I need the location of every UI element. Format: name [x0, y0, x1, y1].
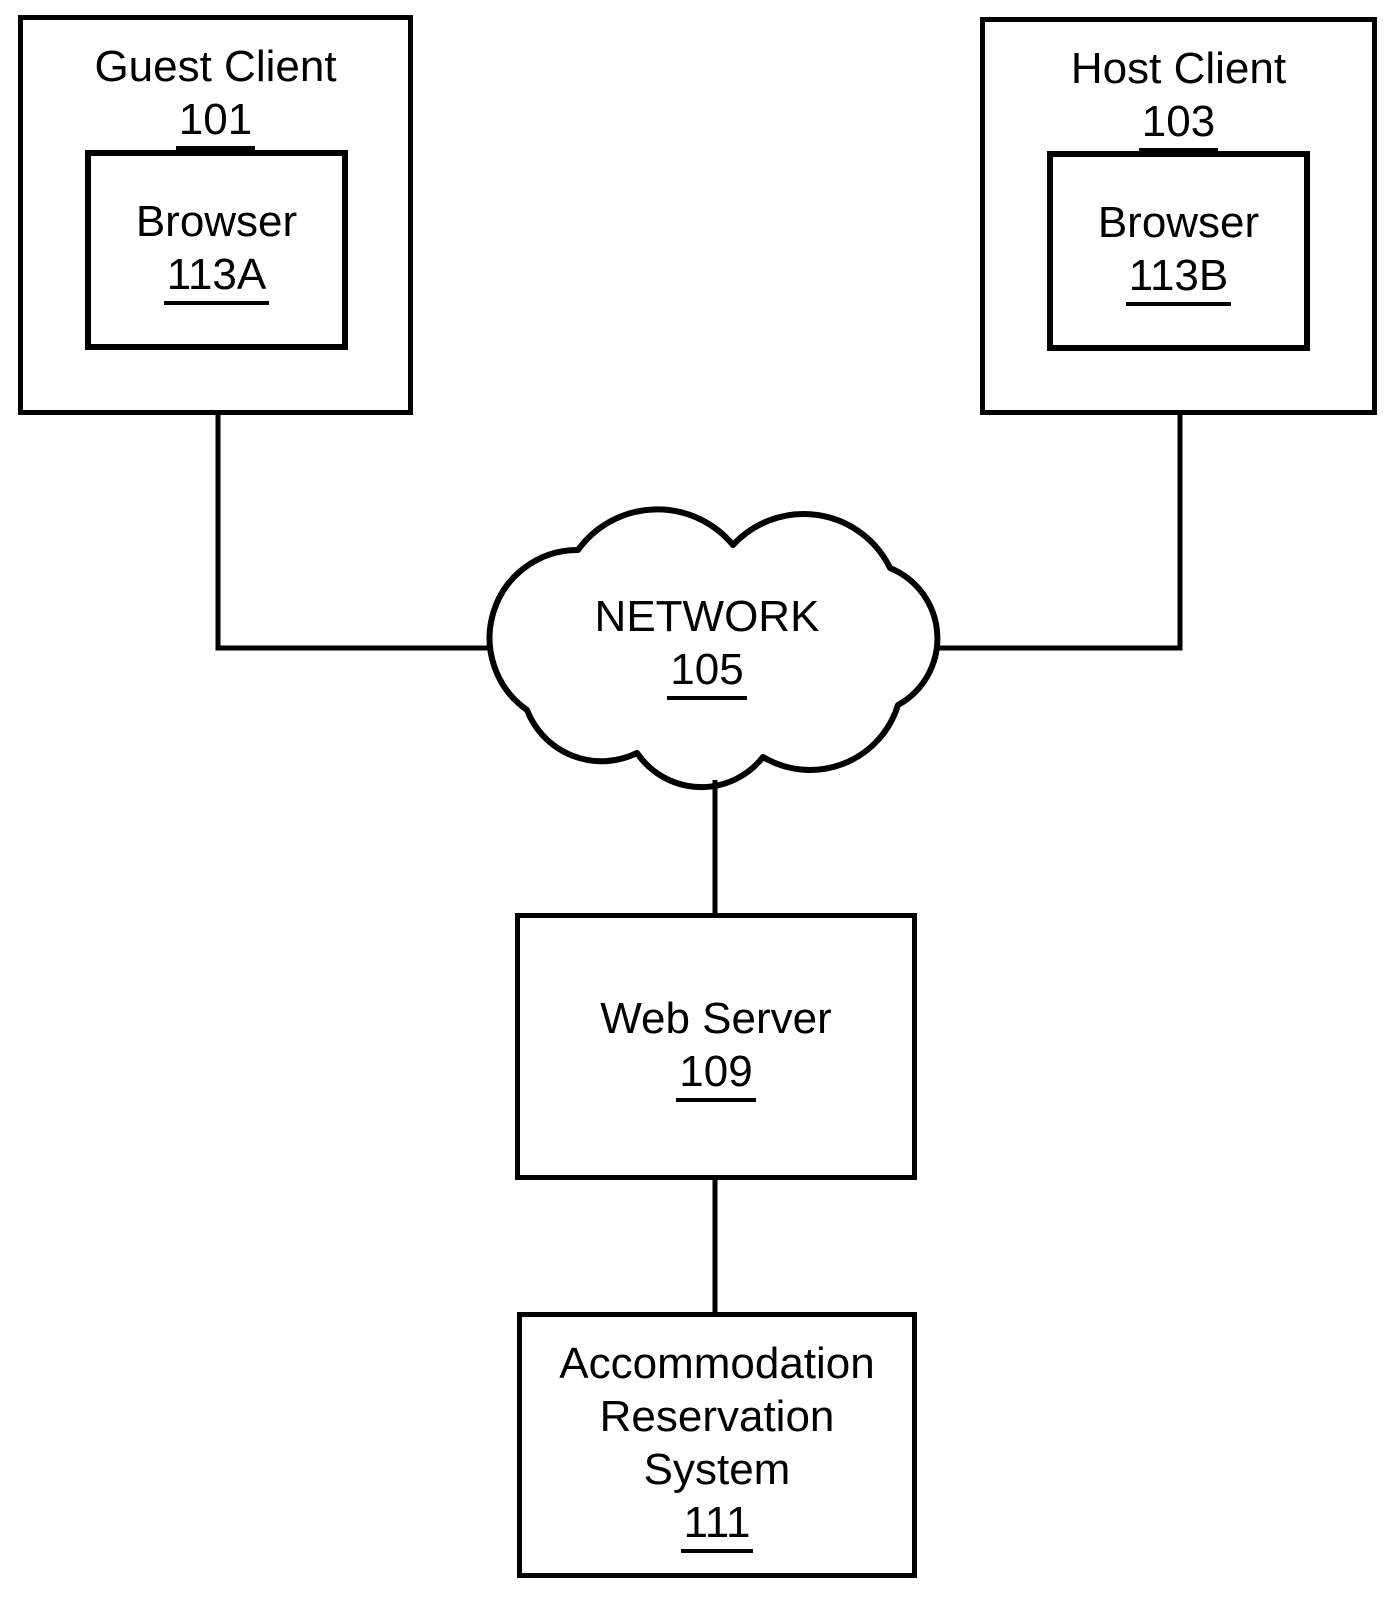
host-client-label: Host Client [1070, 44, 1287, 93]
reservation-system-node: Accommodation Reservation System 111 [517, 1312, 917, 1578]
guest-client-label: Guest Client [94, 42, 337, 91]
network-ref: 105 [667, 646, 747, 700]
reservation-system-ref: 111 [680, 1499, 754, 1553]
reservation-system-label-line1: Accommodation [559, 1339, 875, 1388]
edge-guest-client-network [215, 410, 500, 651]
edge-host-client-network [920, 410, 1183, 651]
reservation-system-label-line3: System [643, 1445, 791, 1494]
network-node: NETWORK 105 [482, 590, 932, 700]
host-browser-node: Browser 113B [1047, 151, 1310, 351]
network-label: NETWORK [594, 592, 820, 641]
host-client-node: Host Client 103 Browser 113B [980, 17, 1377, 415]
web-server-ref: 109 [676, 1047, 756, 1102]
guest-client-ref: 101 [175, 96, 256, 150]
host-browser-label: Browser [1097, 198, 1260, 247]
guest-browser-node: Browser 113A [85, 150, 348, 350]
host-browser-ref: 113B [1125, 252, 1232, 306]
guest-browser-label: Browser [135, 197, 298, 246]
reservation-system-label-line2: Reservation [599, 1392, 835, 1441]
guest-browser-ref: 113A [163, 251, 270, 305]
network-cloud-shape [486, 506, 941, 791]
guest-client-node: Guest Client 101 Browser 113A [18, 15, 413, 415]
web-server-label: Web Server [600, 993, 832, 1043]
web-server-node: Web Server 109 [515, 913, 917, 1180]
host-client-ref: 103 [1138, 98, 1219, 152]
